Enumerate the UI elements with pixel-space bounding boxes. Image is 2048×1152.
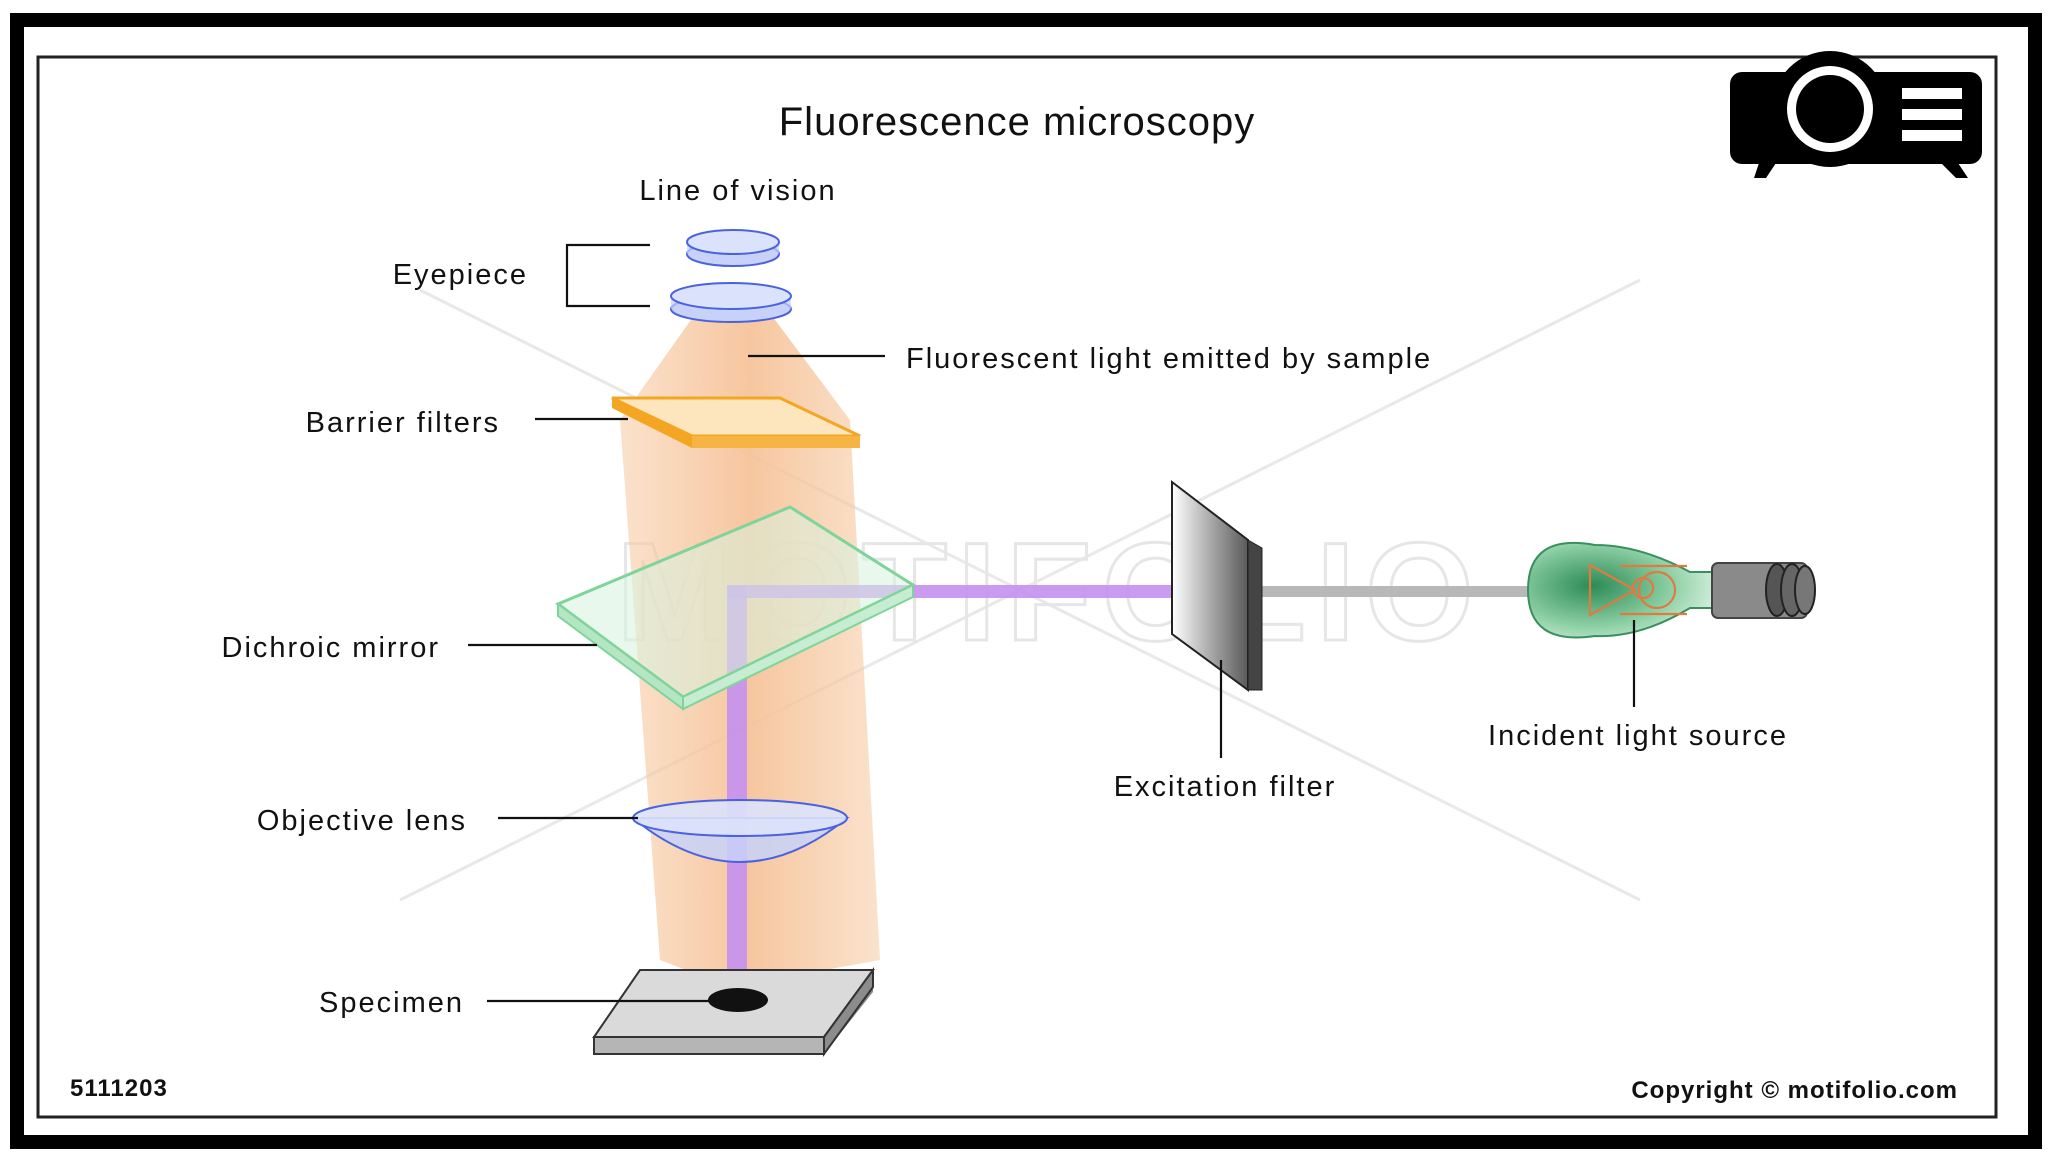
specimen-label: Specimen — [319, 987, 464, 1019]
eyepiece-bracket — [565, 243, 650, 308]
copyright-notice: Copyright © motifolio.com — [1631, 1077, 1958, 1104]
specimen-slide — [592, 966, 875, 1058]
projector-icon — [1730, 51, 1982, 178]
objective-lens-label: Objective lens — [257, 805, 467, 837]
incident-light-path — [1180, 586, 1530, 597]
excitation-filter — [1171, 479, 1263, 692]
incident-light-source-label: Incident light source — [1488, 720, 1788, 752]
diagram-title: Fluorescence microscopy — [779, 100, 1256, 144]
eyepiece-label: Eyepiece — [393, 259, 528, 291]
figure-id: 5111203 — [70, 1075, 168, 1102]
excitation-filter-label: Excitation filter — [1114, 771, 1337, 803]
light-bulb — [1526, 541, 1816, 639]
bulb-filament — [1588, 563, 1687, 617]
eyepiece-lens-top — [686, 229, 780, 267]
line-of-vision-label: Line of vision — [639, 175, 836, 207]
specimen-sample — [708, 988, 768, 1012]
objective-lens — [630, 799, 850, 863]
barrier-filters-label: Barrier filters — [306, 407, 500, 439]
fluorescent-light-label: Fluorescent light emitted by sample — [906, 343, 1432, 375]
eyepiece-lens-bottom — [670, 282, 792, 323]
dichroic-mirror-label: Dichroic mirror — [222, 632, 441, 664]
